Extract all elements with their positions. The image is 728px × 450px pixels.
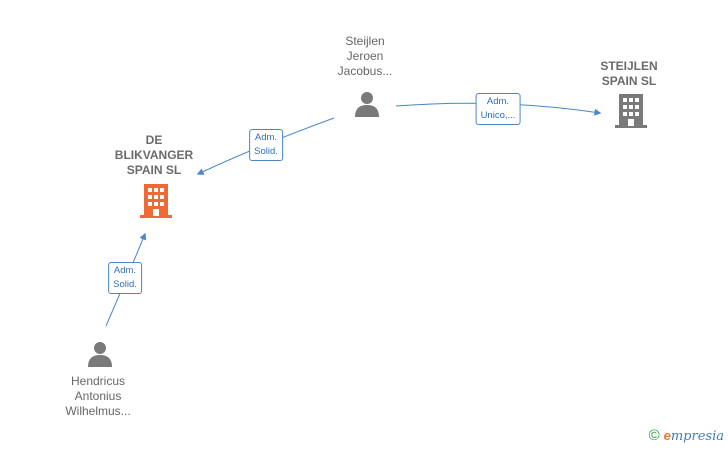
- building-icon[interactable]: [615, 94, 647, 128]
- edge-label-bottom-to-left[interactable]: Adm. Solid.: [108, 262, 142, 294]
- person-icon[interactable]: [353, 90, 381, 118]
- footer-brand: © empresia: [649, 427, 724, 444]
- edge-label-top-to-right[interactable]: Adm. Unico,...: [475, 93, 521, 125]
- edge-label-top-to-left[interactable]: Adm. Solid.: [249, 129, 283, 161]
- person-bottom-label[interactable]: Hendricus Antonius Wilhelmus...: [65, 374, 131, 418]
- person-top-label[interactable]: Steijlen Jeroen Jacobus...: [337, 34, 393, 78]
- company-left-label[interactable]: DE BLIKVANGER SPAIN SL: [114, 133, 194, 177]
- copyright-icon: ©: [648, 427, 660, 444]
- company-right-label[interactable]: STEIJLEN SPAIN SL: [600, 59, 658, 88]
- building-icon-highlighted[interactable]: [140, 184, 172, 218]
- person-icon[interactable]: [86, 340, 114, 368]
- brand-logo: empresia: [663, 427, 724, 444]
